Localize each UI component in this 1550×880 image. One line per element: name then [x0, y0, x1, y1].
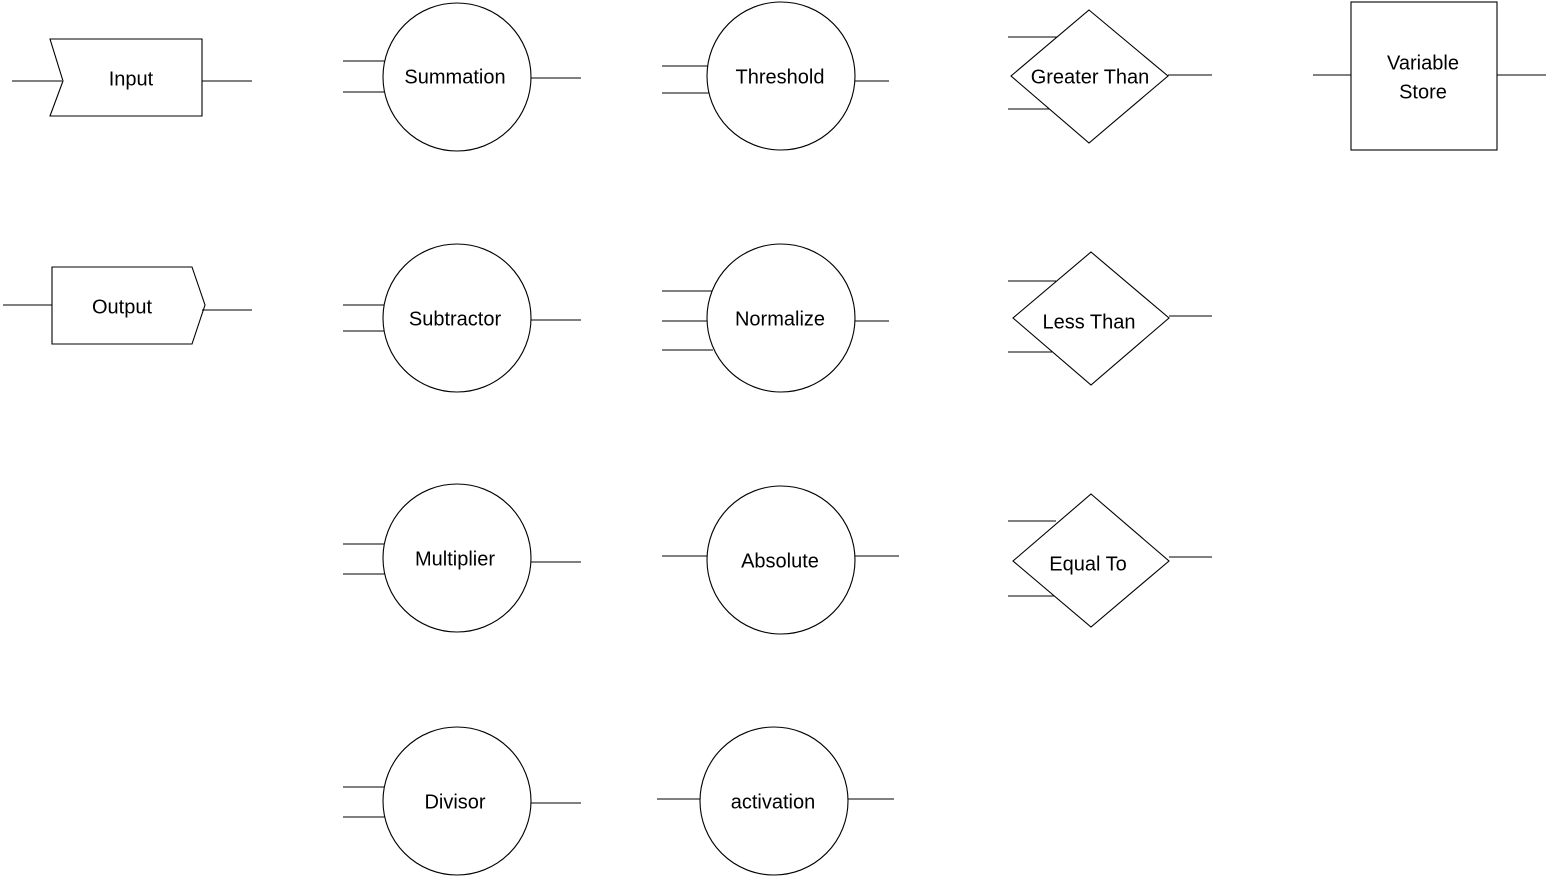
equal-to-block-label: Equal To — [1049, 553, 1126, 575]
subtractor-block-label: Subtractor — [409, 308, 502, 330]
threshold-block-shape — [706, 1, 856, 151]
greater-than-block-shape — [1010, 9, 1169, 144]
output-block[interactable]: Output — [3, 266, 252, 345]
absolute-block-label: Absolute — [741, 550, 819, 572]
summation-block-label: Summation — [404, 66, 505, 88]
threshold-block[interactable]: Threshold — [662, 1, 889, 151]
divisor-block-shape — [382, 726, 532, 876]
divisor-block-label: Divisor — [424, 791, 485, 813]
output-block-shape — [51, 266, 206, 345]
output-block-label: Output — [92, 296, 152, 318]
activation-block[interactable]: activation — [657, 726, 894, 876]
activation-block-label: activation — [731, 791, 816, 813]
variable-store-block[interactable]: Variable Store — [1313, 1, 1546, 151]
input-block-shape — [49, 38, 203, 117]
normalize-block-label: Normalize — [735, 308, 825, 330]
multiplier-block-label: Multiplier — [415, 548, 495, 570]
less-than-block-label: Less Than — [1042, 311, 1135, 333]
threshold-block-label: Threshold — [736, 66, 825, 88]
multiplier-block[interactable]: Multiplier — [343, 483, 581, 633]
less-than-block-shape — [1012, 251, 1170, 386]
normalize-block-shape — [706, 243, 856, 393]
input-block-label: Input — [109, 68, 154, 90]
variable-store-block-label-line2: Store — [1399, 81, 1447, 103]
greater-than-block[interactable]: Greater Than — [1008, 9, 1212, 144]
equal-to-block-shape — [1012, 493, 1170, 628]
activation-block-shape — [699, 726, 849, 876]
divisor-block[interactable]: Divisor — [343, 726, 581, 876]
less-than-block[interactable]: Less Than — [1008, 251, 1212, 386]
greater-than-block-label: Greater Than — [1031, 66, 1150, 88]
absolute-block[interactable]: Absolute — [662, 485, 899, 635]
equal-to-block[interactable]: Equal To — [1008, 493, 1212, 628]
subtractor-block[interactable]: Subtractor — [343, 243, 581, 393]
variable-store-block-label-line1: Variable — [1387, 52, 1459, 74]
multiplier-block-shape — [382, 483, 532, 633]
normalize-block[interactable]: Normalize — [662, 243, 889, 393]
summation-block[interactable]: Summation — [343, 2, 581, 152]
absolute-block-shape — [706, 485, 856, 635]
summation-block-shape — [382, 2, 532, 152]
subtractor-block-shape — [382, 243, 532, 393]
input-block[interactable]: Input — [12, 38, 252, 117]
variable-store-block-shape — [1350, 1, 1498, 151]
